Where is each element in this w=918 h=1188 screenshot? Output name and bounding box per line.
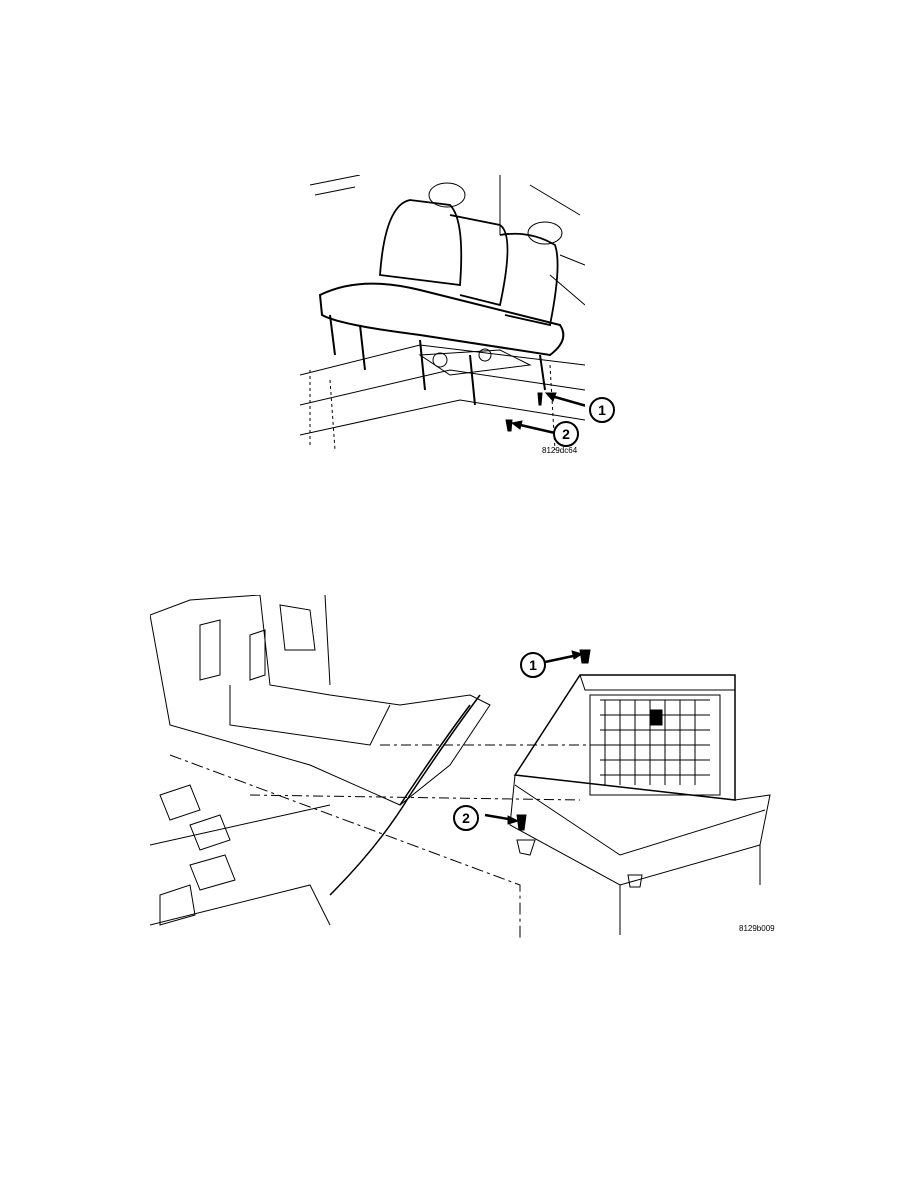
- storage-bin-illustration: [150, 595, 771, 940]
- callout-2: 2: [553, 421, 579, 447]
- callout-1: 1: [589, 397, 615, 423]
- figure-id-label: 8129dc64: [542, 446, 578, 455]
- rear-seat-illustration: [300, 175, 585, 451]
- callout-1: 1: [520, 652, 546, 678]
- figure-rear-seat: 1 2 8129dc64: [300, 175, 615, 460]
- callout-2: 2: [453, 805, 479, 831]
- figure-id-label: 8129b009: [739, 924, 775, 933]
- figure-storage-bin: 1 2 8129b009: [150, 595, 780, 940]
